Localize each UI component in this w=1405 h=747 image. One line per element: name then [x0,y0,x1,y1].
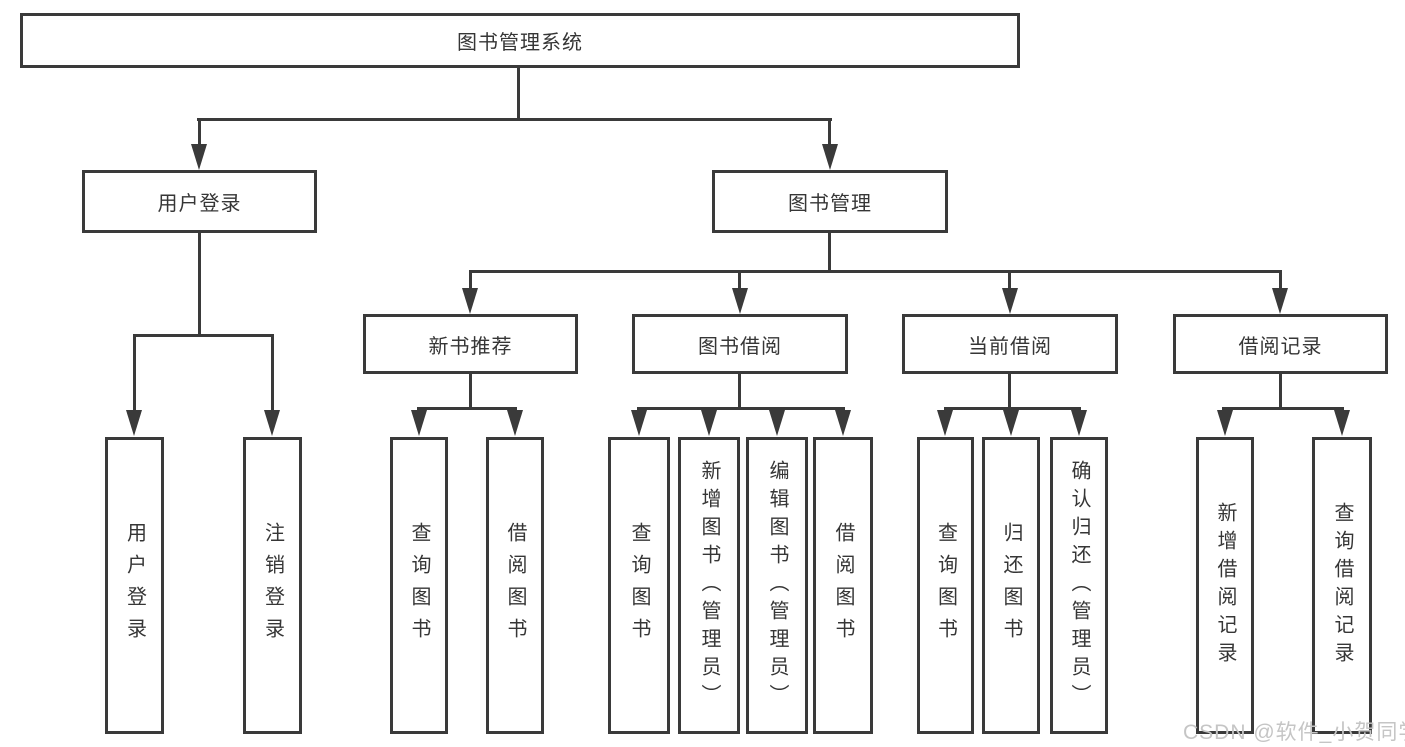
leaf-borrow-books: 借阅图书 [813,437,873,734]
connector-drop-borrow-records [1279,270,1282,290]
node-book-management: 图书管理 [712,170,948,233]
node-root-library-management-system: 图书管理系统 [20,13,1020,68]
arrowhead-add-borrow-record [1217,410,1233,436]
connector-book-management-stem [828,233,831,273]
leaf-query-books-borrow: 查询图书 [608,437,670,734]
connector-current-borrow-stem [1008,374,1011,410]
connector-book-borrow-bar [637,407,845,410]
arrowhead-query-books-borrow [631,410,647,436]
node-current-borrow: 当前借阅 [902,314,1118,374]
arrowhead-leaf-logout [264,410,280,436]
node-new-book-recommend: 新书推荐 [363,314,578,374]
connector-drop-new-book-recommend [469,270,472,290]
arrowhead-query-books-current [937,410,953,436]
arrowhead-borrow-books-recommend [507,410,523,436]
arrowhead-query-borrow-record [1334,410,1350,436]
node-user-login: 用户登录 [82,170,317,233]
connector-new-book-bar [417,407,517,410]
connector-drop-current-borrow [1008,270,1011,290]
node-book-borrow: 图书借阅 [632,314,848,374]
arrowhead-borrow-records [1272,288,1288,314]
connector-current-borrow-bar [944,407,1081,410]
arrowhead-new-book-recommend [462,288,478,314]
connector-drop-leaf-logout [271,334,274,410]
connector-drop-book-borrow [738,270,741,290]
leaf-return-books: 归还图书 [982,437,1040,734]
arrowhead-current-borrow [1002,288,1018,314]
arrowhead-book-borrow [732,288,748,314]
connector-root-bar [197,118,832,121]
arrowhead-user-login [191,144,207,170]
arrowhead-query-books-recommend [411,410,427,436]
arrowhead-edit-books-admin [769,410,785,436]
leaf-add-borrow-record: 新增借阅记录 [1196,437,1254,734]
arrowhead-borrow-books [835,410,851,436]
leaf-query-books-current: 查询图书 [917,437,974,734]
connector-user-login-stem [198,233,201,337]
leaf-confirm-return-admin: 确认归还（管理员） [1050,437,1108,734]
csdn-watermark: CSDN @软件_小贺同学 [1183,721,1405,744]
connector-drop-leaf-user-login [133,334,136,410]
connector-drop-book-management [828,118,831,146]
leaf-logout: 注销登录 [243,437,302,734]
connector-book-management-bar [469,270,1282,273]
arrowhead-confirm-return-admin [1071,410,1087,436]
arrowhead-book-management [822,144,838,170]
arrowhead-add-books-admin [701,410,717,436]
connector-root-stem [517,68,520,121]
leaf-borrow-books-recommend: 借阅图书 [486,437,544,734]
connector-borrow-records-bar [1222,407,1344,410]
connector-user-login-bar [133,334,274,337]
connector-new-book-stem [469,374,472,410]
node-borrow-records: 借阅记录 [1173,314,1388,374]
leaf-query-borrow-record: 查询借阅记录 [1312,437,1372,734]
arrowhead-return-books [1003,410,1019,436]
leaf-edit-books-admin: 编辑图书（管理员） [746,437,808,734]
leaf-query-books-recommend: 查询图书 [390,437,448,734]
connector-book-borrow-stem [738,374,741,410]
arrowhead-leaf-user-login [126,410,142,436]
connector-drop-user-login [198,118,201,146]
leaf-user-login: 用户登录 [105,437,164,734]
connector-borrow-records-stem [1279,374,1282,410]
leaf-add-books-admin: 新增图书（管理员） [678,437,740,734]
